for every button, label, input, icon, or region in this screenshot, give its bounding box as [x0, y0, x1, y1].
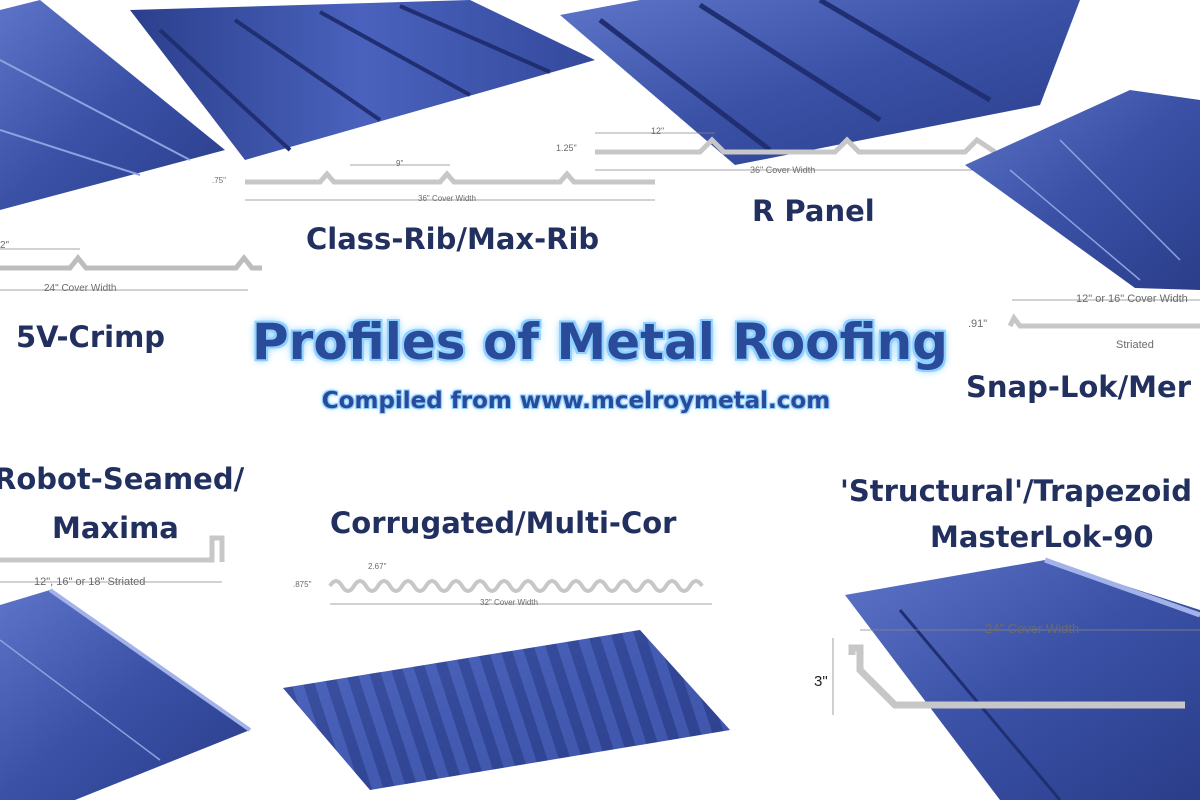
- page-subtitle: Compiled from www.mcelroymetal.com: [321, 388, 831, 414]
- label-corrugated: Corrugated/Multi-Cor: [330, 506, 677, 540]
- page-title: Profiles of Metal Roofing: [252, 313, 948, 371]
- dim-snap-lok-1: .91": [968, 318, 988, 330]
- label-snap-lok: Snap-Lok/Mer: [966, 370, 1192, 404]
- label-5v-crimp: 5V-Crimp: [16, 320, 166, 354]
- dim-5v-crimp-1: 2": [0, 240, 10, 251]
- profile-corrugated: [328, 579, 712, 605]
- label-structural-line1: 'Structural'/Trapezoid: [840, 474, 1192, 508]
- profile-class-rib: [245, 164, 655, 201]
- profile-r-panel: [595, 132, 997, 171]
- dim-5v-crimp-2: 24" Cover Width: [44, 283, 117, 294]
- dim-corrugated-2: 2.67": [368, 562, 387, 571]
- dim-class-rib-2: 9": [396, 159, 404, 168]
- panel-r-panel-sheet: [560, 0, 1080, 165]
- dim-class-rib-3: 36" Cover Width: [418, 194, 476, 203]
- dim-corrugated-3: 32" Cover Width: [480, 598, 538, 607]
- dim-class-rib-1: .75": [212, 176, 226, 185]
- panel-robot-seamed-sheet: [0, 588, 252, 800]
- dim-robot-seamed-1: 12", 16" or 18" Striated: [34, 576, 146, 588]
- dim-corrugated-1: .875": [293, 580, 312, 589]
- label-robot-seamed-line1: Robot-Seamed/: [0, 462, 245, 496]
- panel-5v-crimp-sheet: [0, 0, 225, 210]
- dim-r-panel-1: 1.25": [556, 143, 577, 153]
- panel-class-rib-sheet: [130, 0, 595, 160]
- dim-structural-1: 24" Cover Width: [985, 621, 1080, 636]
- profile-robot-seamed: [0, 535, 225, 583]
- dim-r-panel-2: 12": [651, 126, 665, 136]
- label-robot-seamed-line2: Maxima: [52, 511, 179, 545]
- profile-snap-lok: [1007, 299, 1200, 329]
- panel-structural-sheet: [845, 557, 1200, 800]
- profile-5v-crimp: [0, 248, 262, 291]
- label-structural-line2: MasterLok-90: [930, 520, 1154, 554]
- panel-snap-lok-sheet: [965, 90, 1200, 290]
- panel-corrugated-sheet: [283, 630, 730, 790]
- dim-snap-lok-2: 12" or 16" Cover Width: [1076, 293, 1188, 305]
- dim-snap-lok-3: Striated: [1116, 339, 1154, 351]
- profile-structural: [832, 629, 1200, 715]
- dim-r-panel-3: 36" Cover Width: [750, 165, 816, 175]
- label-class-rib: Class-Rib/Max-Rib: [306, 222, 600, 256]
- label-r-panel: R Panel: [752, 194, 875, 228]
- dim-structural-2: 3": [814, 673, 828, 690]
